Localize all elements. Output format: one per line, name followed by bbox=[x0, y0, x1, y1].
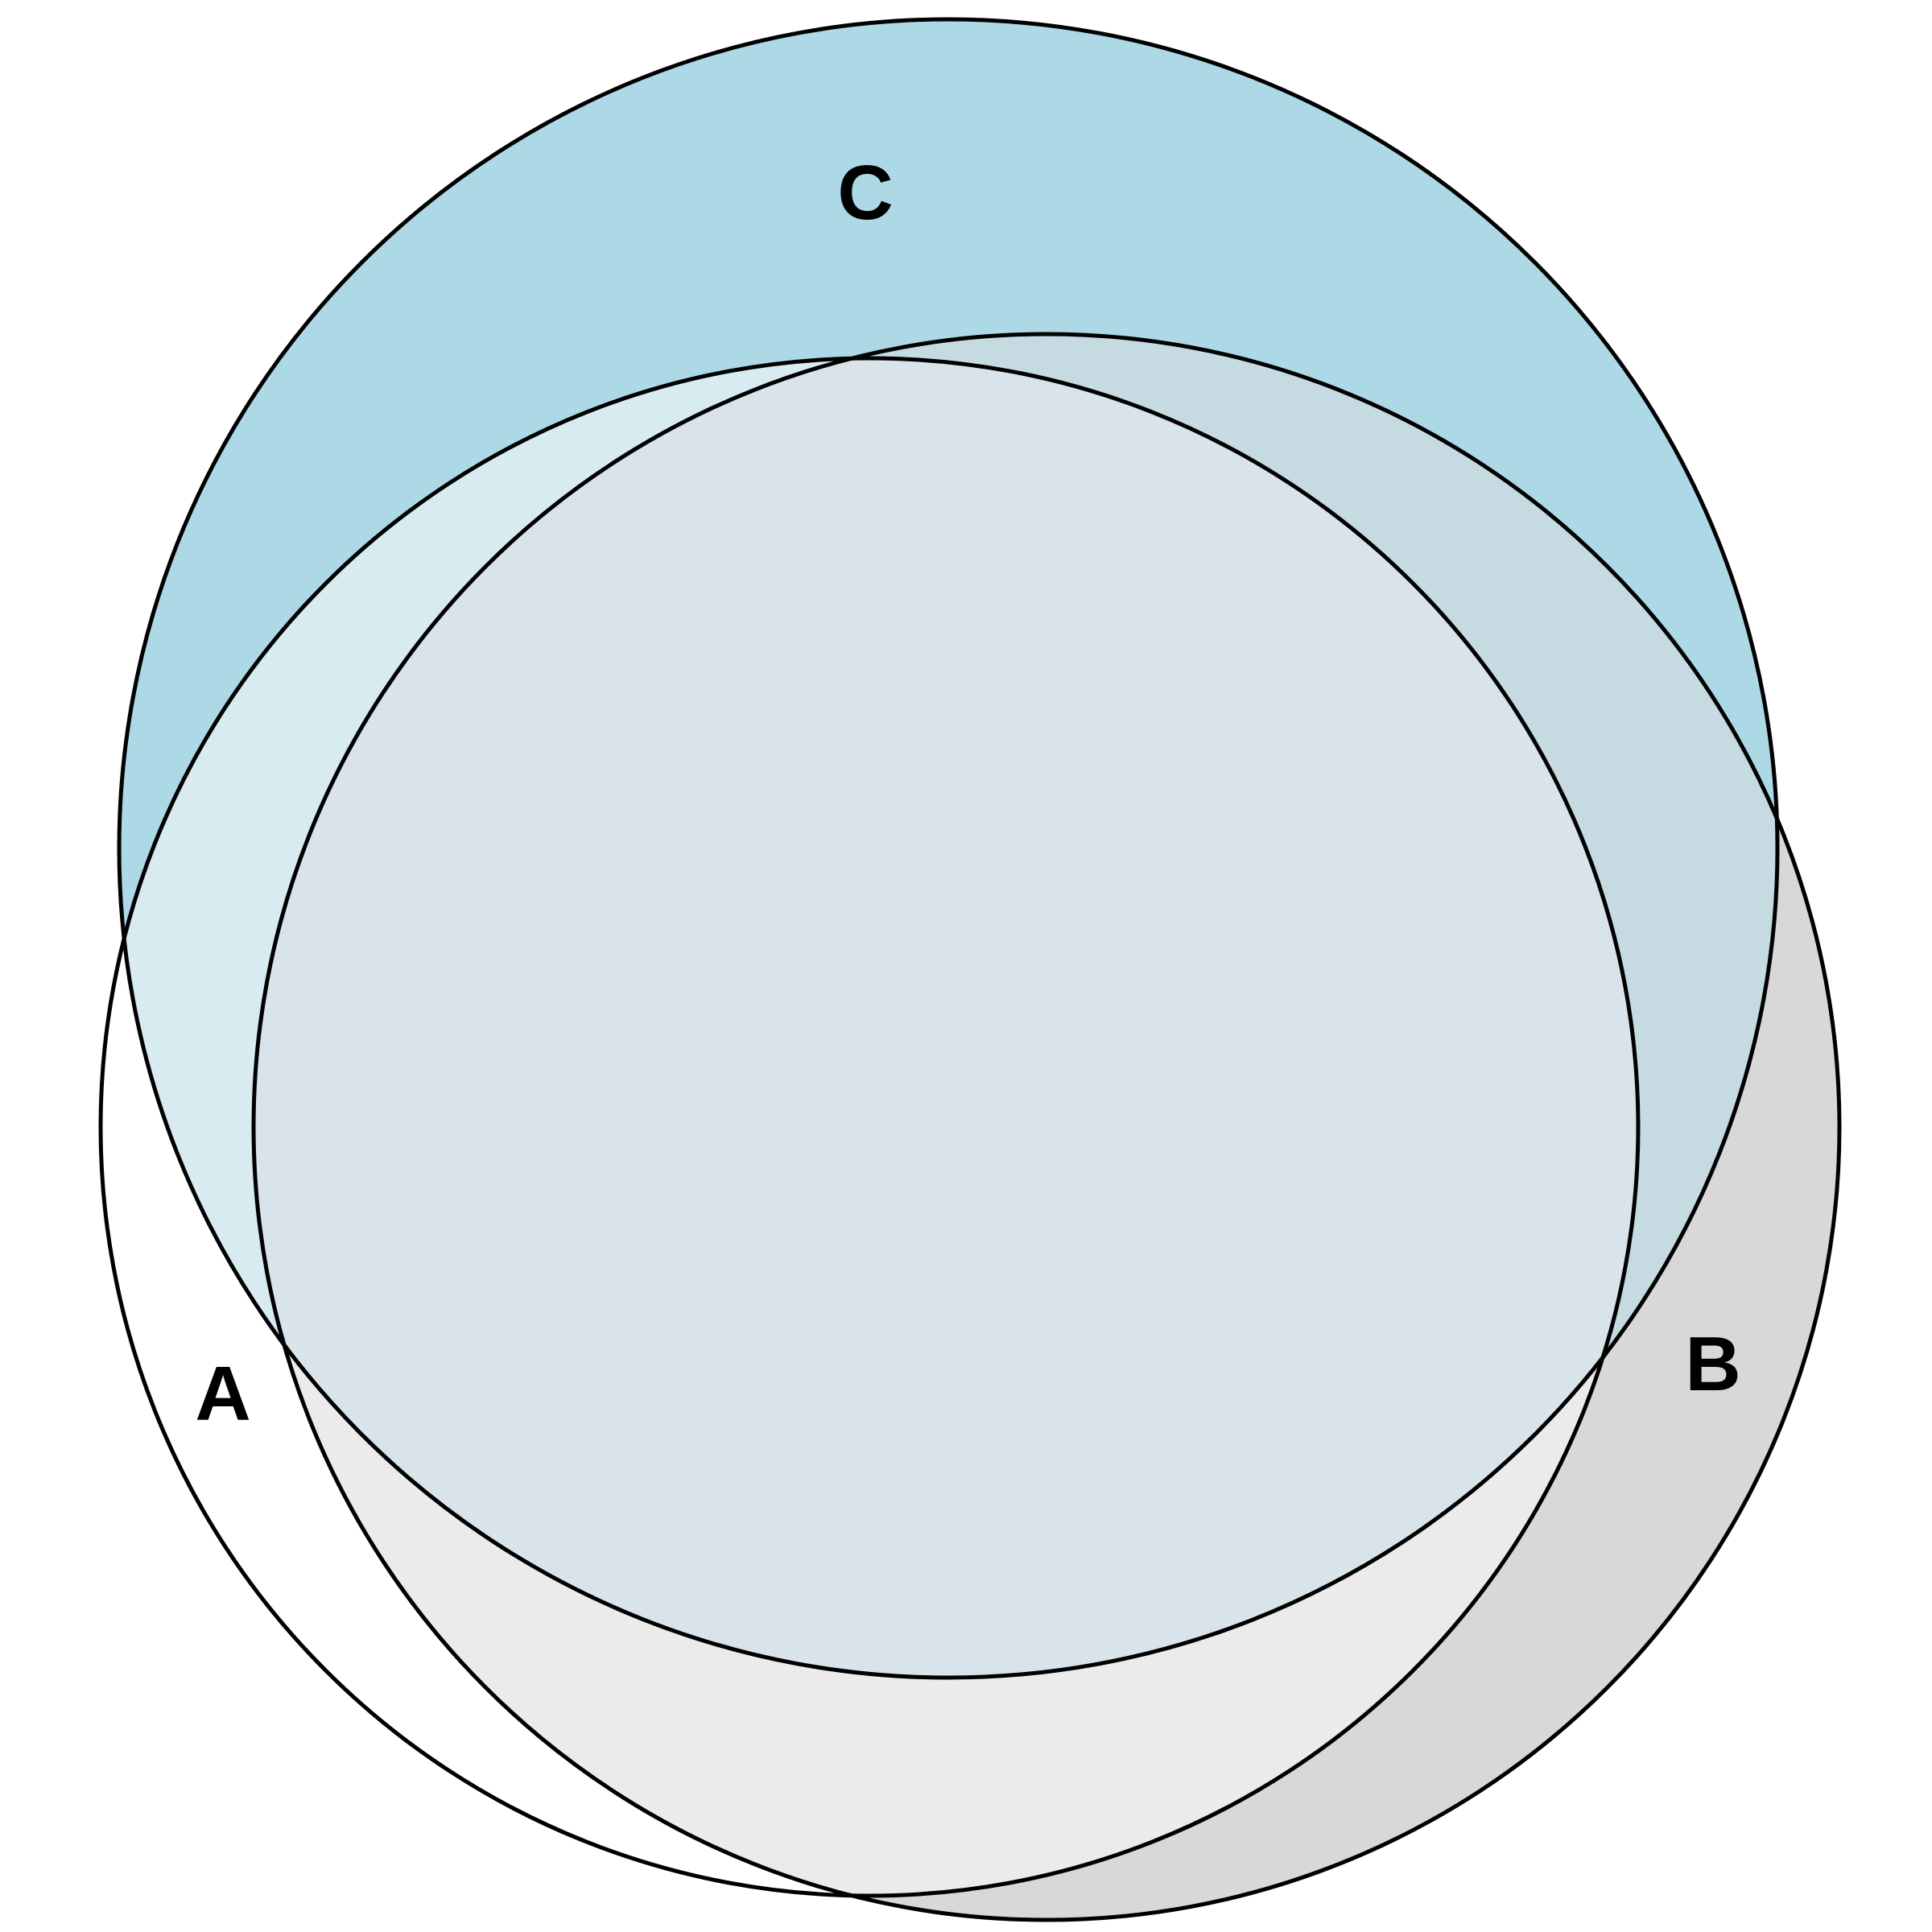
set-label-b: B bbox=[1685, 1321, 1740, 1407]
circle-b-outline bbox=[251, 332, 1842, 1922]
circle-c-outline bbox=[117, 17, 1780, 1680]
set-label-a: A bbox=[195, 1351, 250, 1437]
circle-a-outline bbox=[98, 356, 1641, 1898]
set-label-c: C bbox=[837, 150, 893, 236]
